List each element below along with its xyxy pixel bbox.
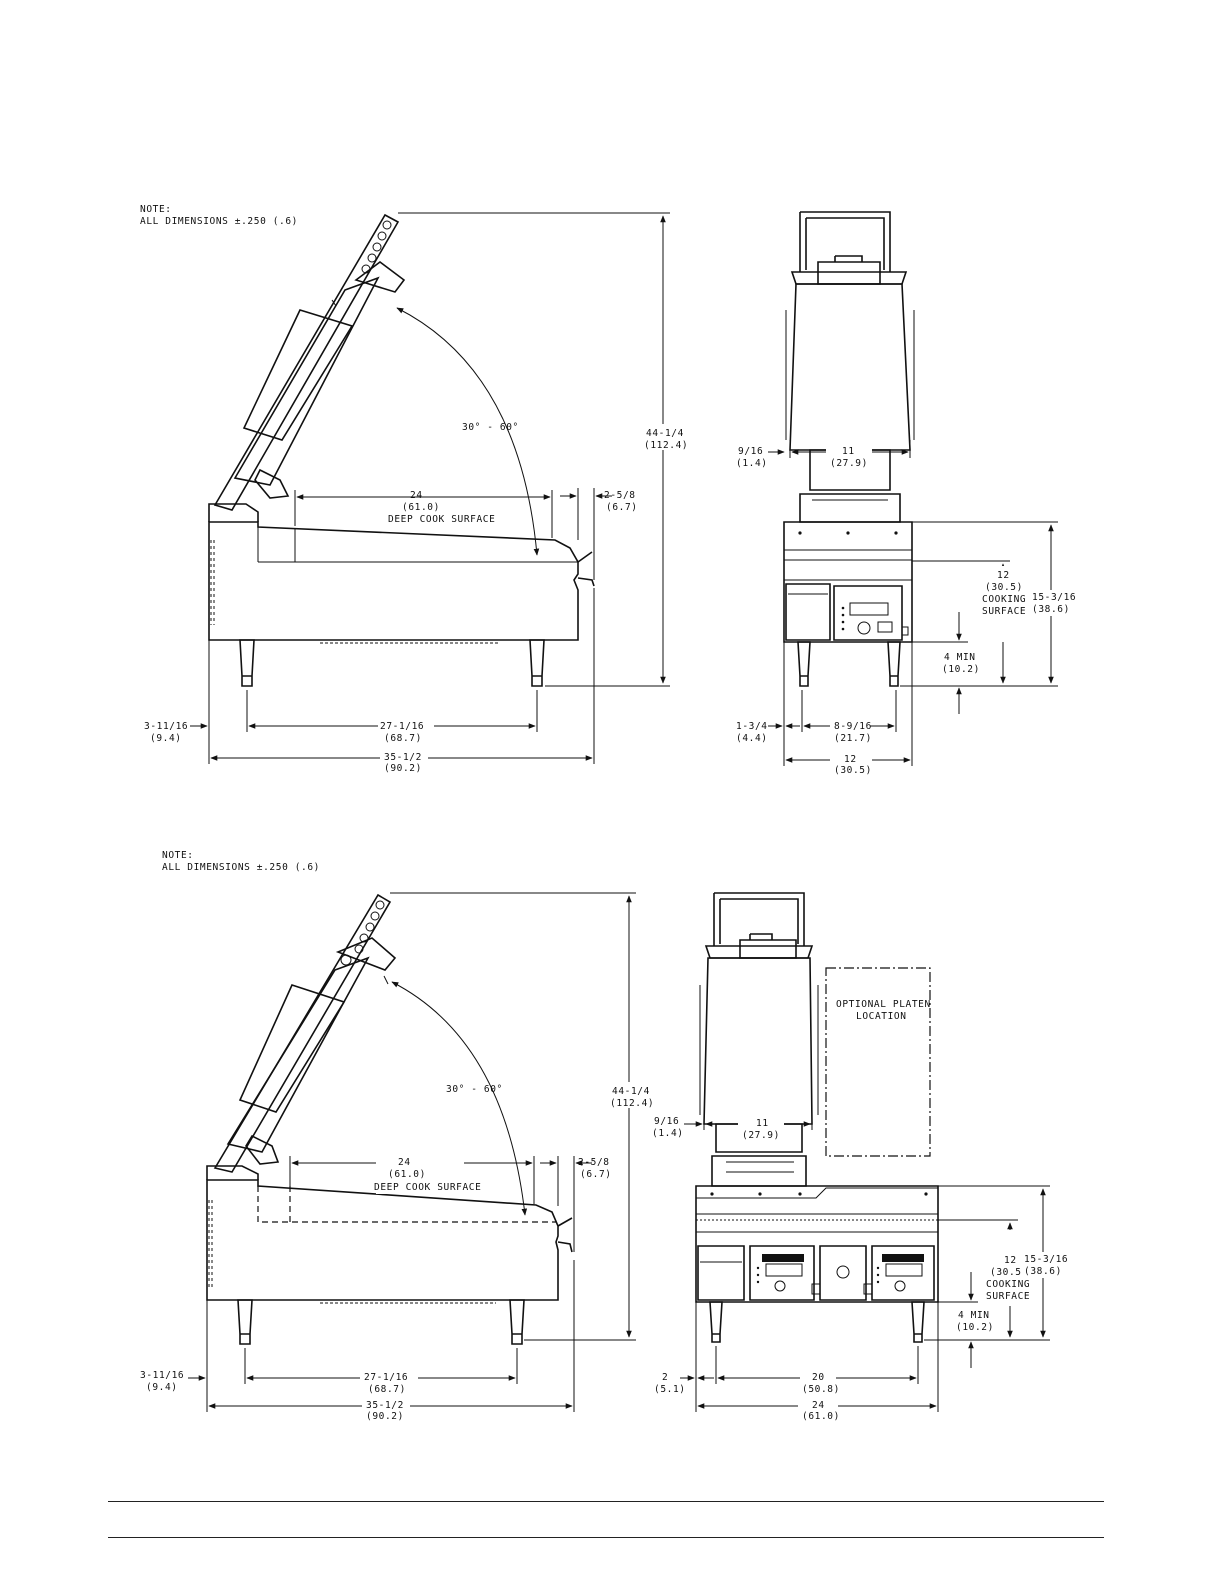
leg-spacing-value: 27-1/16 [380,721,424,732]
optional-label-1: OPTIONAL PLATEN [836,999,931,1010]
note-title-2: NOTE: [162,850,194,861]
rear-offset-metric-2: (9.4) [146,1382,178,1393]
overall-depth-value-2: 35-1/2 [366,1400,404,1411]
cooking-label-2a: COOKING [986,1279,1030,1290]
angle-arc [396,307,540,556]
leg-offset-metric: (4.4) [736,733,768,744]
cooking-label-2: SURFACE [982,606,1026,617]
platen-width-metric-2: (27.9) [742,1130,780,1141]
overall-height-metric: (38.6) [1032,604,1070,615]
base-body-2 [695,1185,939,1303]
front-overhang-metric-2: (6.7) [580,1169,612,1180]
surface-depth-label: DEEP COOK SURFACE [388,514,495,525]
grill-body [208,521,579,641]
height-metric-2: (112.4) [610,1098,654,1109]
footer-rule-bottom [108,1537,1104,1538]
overall-depth-metric: (90.2) [384,763,422,774]
surface-depth-value: 24 [410,490,423,501]
clearance-value-2: 4 MIN [958,1310,990,1321]
control-panel-right [871,1245,935,1301]
overall-width-metric: (30.5) [834,765,872,776]
leg-spacing-value-2: 27-1/16 [364,1372,408,1383]
side-gap-metric-2: (1.4) [652,1128,684,1139]
side-view-bottom: NOTE: ALL DIMENSIONS ±.250 (.6) 30° - 60… [140,850,654,1422]
overall-height-metric-2: (38.6) [1024,1266,1062,1277]
optional-platen-outline [825,967,931,1157]
overall-depth-value: 35-1/2 [384,752,422,763]
base-body [783,521,913,643]
side-gap-metric: (1.4) [736,458,768,469]
platen-arm [213,213,406,511]
clearance-metric-2: (10.2) [956,1322,994,1333]
angle-label: 30° - 60° [462,422,519,433]
leg-spacing-value: 8-9/16 [834,721,872,732]
side-view-top: NOTE: ALL DIMENSIONS ±.250 (.6) [140,204,688,774]
clearance-value: 4 MIN [944,652,976,663]
rear-offset-value-2: 3-11/16 [140,1370,184,1381]
blank-panel [819,1245,867,1301]
surface-depth-metric: (61.0) [402,502,440,513]
front-overhang-value: 2-5/8 [604,490,636,501]
leg-spacing-value-2: 20 [812,1372,825,1383]
rear-offset-value: 3-11/16 [144,721,188,732]
front-handle [577,551,595,587]
surface-depth-metric-2: (61.0) [388,1169,426,1180]
leg-spacing-metric: (21.7) [834,733,872,744]
legs [239,639,545,687]
cooking-height-value-2: 12 [1004,1255,1017,1266]
cooking-height-metric-2: (30.5) [990,1267,1028,1278]
platen-width-metric: (27.9) [830,458,868,469]
surface-depth-label-2: DEEP COOK SURFACE [374,1182,481,1193]
lift-handle [799,211,891,272]
front-overhang-value-2: 2-5/8 [578,1157,610,1168]
note-text: ALL DIMENSIONS ±.250 (.6) [140,216,298,227]
cooking-height-metric: (30.5) [985,582,1023,593]
footer-rule-top [108,1501,1104,1502]
clearance-metric: (10.2) [942,664,980,675]
upper-platen [789,283,911,451]
optional-label-2: LOCATION [856,1011,907,1022]
leg-spacing-metric-2: (50.8) [802,1384,840,1395]
platen-arm-2 [213,893,397,1173]
control-panel-left [749,1245,815,1301]
leg-offset-value: 1-3/4 [736,721,768,732]
leg-spacing-metric: (68.7) [384,733,422,744]
front-view-single: 9/16 (1.4) 11 (27.9) 12 (30.5) COOKING S… [736,211,1078,776]
leg-offset-value-2: 2 [662,1372,668,1383]
cooking-height-value: 12 [997,570,1010,581]
grill-body-2 [206,1179,559,1301]
front-overhang-metric: (6.7) [606,502,638,513]
side-gap-value: 9/16 [738,446,763,457]
side-gap-value-2: 9/16 [654,1116,679,1127]
front-view-double: OPTIONAL PLATEN LOCATION [652,892,1072,1422]
platen-width-value-2: 11 [756,1118,769,1129]
height-metric: (112.4) [644,440,688,451]
overall-height-value: 15-3/16 [1032,592,1076,603]
side-vents [210,540,215,625]
note-title: NOTE: [140,204,172,215]
note-text-2: ALL DIMENSIONS ±.250 (.6) [162,862,320,873]
cooking-label-1: COOKING [982,594,1026,605]
platen-width-value: 11 [842,446,855,457]
upper-platen-2 [703,957,813,1125]
cooking-label-2b: SURFACE [986,1291,1030,1302]
control-panel [833,585,903,641]
rear-hinge-block [208,503,259,522]
height-value-2: 44-1/4 [612,1086,650,1097]
rear-offset-metric: (9.4) [150,733,182,744]
height-value: 44-1/4 [646,428,684,439]
surface-depth-value-2: 24 [398,1157,411,1168]
overall-height-value-2: 15-3/16 [1024,1254,1068,1265]
overall-width-metric-2: (61.0) [802,1411,840,1422]
leg-spacing-metric-2: (68.7) [368,1384,406,1395]
leg-offset-metric-2: (5.1) [654,1384,686,1395]
angle-label-2: 30° - 60° [446,1084,503,1095]
overall-width-value: 12 [844,754,857,765]
overall-width-value-2: 24 [812,1400,825,1411]
overall-depth-metric-2: (90.2) [366,1411,404,1422]
